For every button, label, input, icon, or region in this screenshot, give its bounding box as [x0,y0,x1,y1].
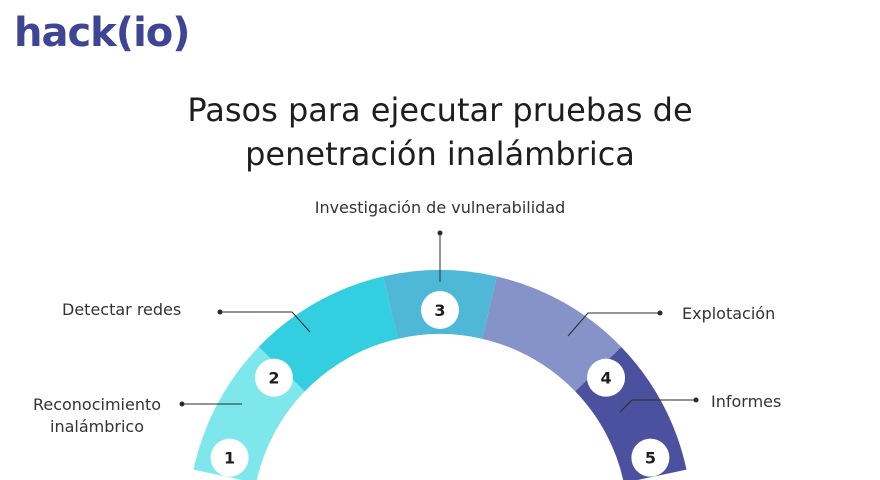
step-1-label: Reconocimiento inalámbrico [22,394,172,438]
step-3-badge: 3 [421,291,459,329]
step-1-badge-circle [210,438,249,477]
step-2-leader-line [220,311,311,333]
step-4-segment [482,276,622,392]
step-5-badge: 5 [631,438,670,477]
step-3-label: Investigación de vulnerabilidad [314,198,566,217]
step-5-number: 5 [645,449,656,468]
step-3-leader-dot [437,230,443,236]
step-2-badge: 2 [254,358,293,397]
step-2-leader-dot [217,309,223,315]
step-4-leader-line [567,312,660,337]
step-1-number: 1 [224,449,235,468]
step-2-label: Detectar redes [62,300,182,319]
step-3-number: 3 [434,301,445,320]
step-4-leader-dot [657,310,663,316]
step-2-segment [258,276,398,392]
step-1-leader-dot [179,401,185,407]
title-line-1: Pasos para ejecutar pruebas de [187,91,693,129]
step-2-number: 2 [268,369,279,388]
step-5-label: Informes [711,392,782,411]
title-line-2: penetración inalámbrica [245,135,635,173]
step-4-number: 4 [600,369,611,388]
step-3-badge-circle [421,291,459,329]
step-5-leader-line [619,399,696,413]
hackio-logo: hack(io) [14,10,191,56]
step-5-leader-dot [693,397,699,403]
step-2-badge-circle [254,358,293,397]
step-1-label-text: Reconocimiento inalámbrico [32,395,162,436]
step-5-badge-circle [631,438,670,477]
step-4-badge-circle [587,358,626,397]
step-4-badge: 4 [587,358,626,397]
page-title: Pasos para ejecutar pruebas de penetraci… [0,88,880,176]
step-1-badge: 1 [210,438,249,477]
step-4-label: Explotación [682,304,776,323]
